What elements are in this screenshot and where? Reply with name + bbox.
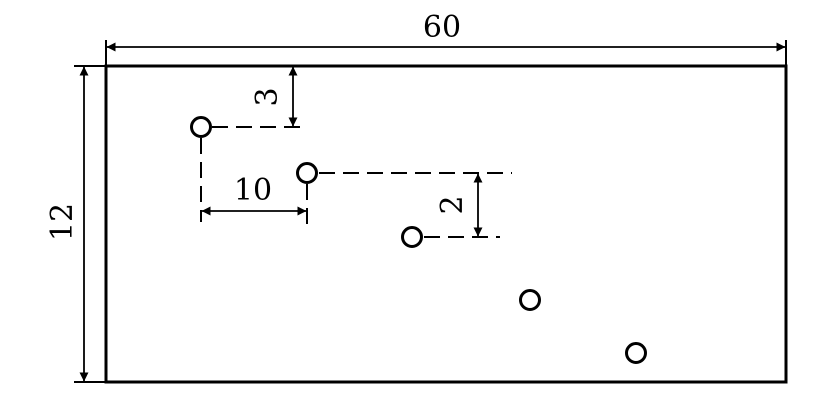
width-dimension: 60	[105, 10, 787, 66]
top-offset-dimension: 3	[250, 66, 298, 127]
plate-outline	[104, 64, 788, 384]
hole-5	[625, 342, 647, 364]
horizontal-spacing-label: 10	[234, 173, 272, 208]
height-dimension-label: 12	[45, 203, 80, 241]
hole-1	[190, 116, 212, 138]
vertical-spacing-label: 2	[435, 195, 470, 214]
horizontal-spacing-dimension: 10	[201, 173, 307, 216]
width-dimension-label: 60	[423, 10, 461, 45]
height-dimension: 12	[45, 65, 106, 383]
top-offset-label: 3	[250, 87, 285, 106]
vertical-spacing-dimension: 2	[435, 173, 483, 237]
hole-2	[296, 162, 318, 184]
hole-4	[519, 289, 541, 311]
hole-3	[401, 226, 423, 248]
